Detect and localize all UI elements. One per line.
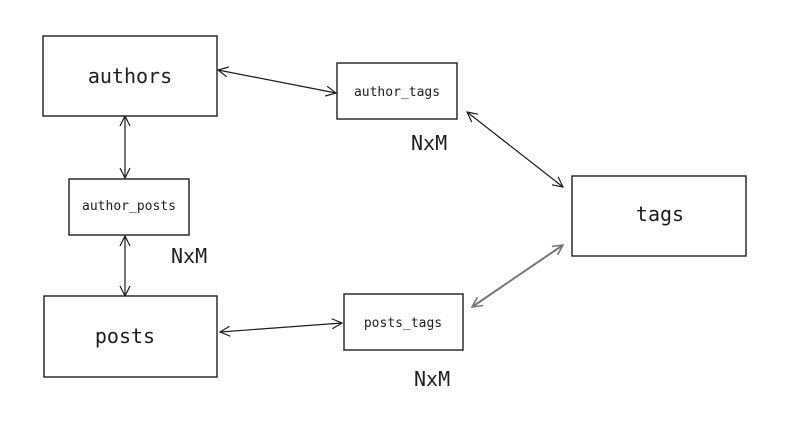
- node-tags-label: tags: [636, 202, 684, 226]
- edge-author-tags-tags: [467, 112, 563, 187]
- cardinality-posts-tags: NxM: [414, 367, 450, 391]
- cardinality-author-tags: NxM: [411, 131, 447, 155]
- node-posts-label: posts: [95, 324, 155, 348]
- node-authors: authors: [42, 35, 218, 117]
- edge-posts-tags-tags: [472, 245, 563, 307]
- node-author-posts: author_posts: [68, 178, 190, 236]
- node-tags: tags: [571, 175, 747, 257]
- node-posts-tags: posts_tags: [343, 293, 464, 351]
- edge-posts-posts-tags: [220, 323, 342, 332]
- node-posts: posts: [43, 295, 218, 378]
- cardinality-author-posts: NxM: [171, 244, 207, 268]
- node-posts-tags-label: posts_tags: [364, 316, 442, 331]
- node-author-posts-label: author_posts: [82, 199, 176, 214]
- node-author-tags: author_tags: [336, 62, 458, 120]
- node-authors-label: authors: [88, 64, 172, 88]
- node-author-tags-label: author_tags: [354, 85, 440, 100]
- edge-authors-author-tags: [218, 70, 336, 93]
